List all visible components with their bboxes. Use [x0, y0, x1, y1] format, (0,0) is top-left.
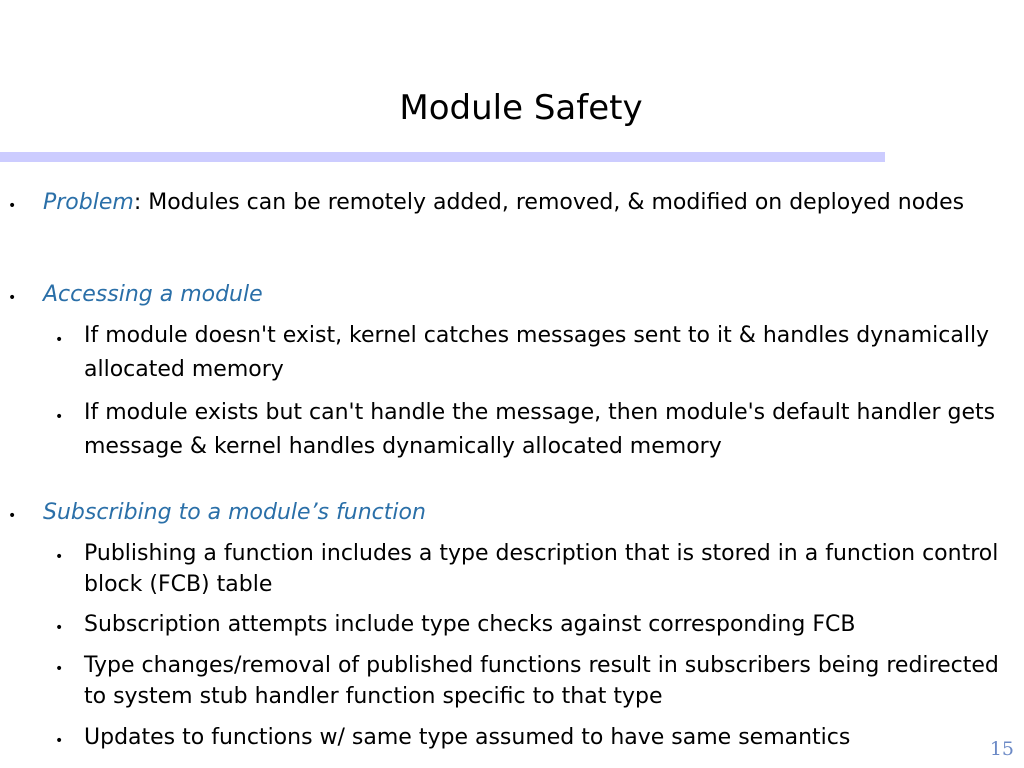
bullet-problem: Problem: Modules can be remotely added, … [43, 185, 1003, 220]
bullet-dot: • [8, 198, 17, 214]
page-number: 15 [989, 738, 1014, 760]
sub-bullet-item: Publishing a function includes a type de… [84, 541, 999, 597]
bullet-emphasis: Accessing a module [43, 282, 263, 307]
bullet-dot: • [8, 290, 17, 306]
sub-bullet-item: If module exists but can't handle the me… [84, 400, 996, 459]
slide-title: Module Safety [399, 88, 643, 128]
bullet-text: : Modules can be remotely added, removed… [133, 190, 965, 215]
title-divider [0, 152, 885, 162]
bullet-emphasis: Subscribing to a module’s function [43, 500, 426, 525]
bullet-dot: • [8, 508, 17, 524]
sub-bullet-item: If module doesn't exist, kernel catches … [84, 323, 990, 382]
sub-bullet-item: Subscription attempts include type check… [84, 612, 856, 637]
sub-bullet-dot: • [55, 620, 64, 636]
sub-bullet-dot: • [55, 661, 64, 677]
bullet-emphasis: Problem [43, 190, 134, 215]
sub-bullet-item: Type changes/removal of published functi… [84, 653, 999, 709]
bullet-subscribing: Subscribing to a module’s function [43, 495, 1003, 530]
sub-bullet-dot: • [55, 409, 64, 425]
bullet-accessing-module: Accessing a module [43, 277, 1003, 312]
sub-bullet-dot: • [55, 332, 64, 348]
sub-bullet-dot: • [55, 549, 64, 565]
sub-bullet-item: Updates to functions w/ same type assume… [84, 725, 851, 750]
sub-bullet-dot: • [55, 733, 64, 749]
